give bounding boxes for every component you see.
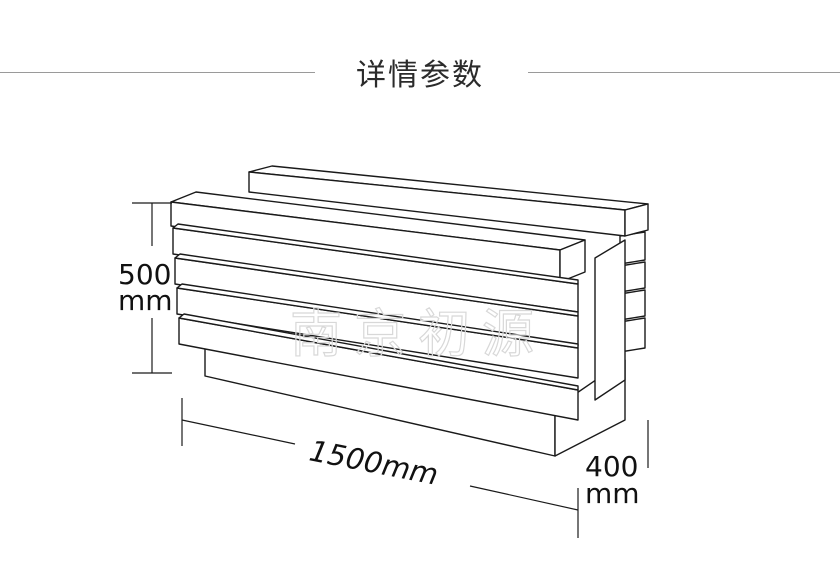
back-slat-ends <box>619 231 646 353</box>
front-slat-2 <box>174 253 579 347</box>
watermark-text: 南京初源 <box>290 305 546 365</box>
length-label: 1500mm <box>307 433 441 491</box>
depth-unit: mm <box>585 477 640 510</box>
section-header: 详情参数 <box>0 42 840 102</box>
header-divider-left <box>0 72 315 73</box>
height-unit: mm <box>118 284 173 317</box>
header-divider-right <box>528 72 840 73</box>
top-back-slat <box>248 165 649 237</box>
section-title: 详情参数 <box>356 58 484 93</box>
front-slat-3 <box>176 283 579 379</box>
height-value: 500 <box>118 258 171 291</box>
front-slat-1 <box>172 223 579 313</box>
front-slat-4 <box>178 313 579 421</box>
top-front-slat <box>170 191 586 283</box>
bench-base <box>204 239 626 457</box>
depth-value: 400 <box>585 450 638 483</box>
height-dimension <box>132 202 172 374</box>
length-dimension <box>181 398 579 538</box>
